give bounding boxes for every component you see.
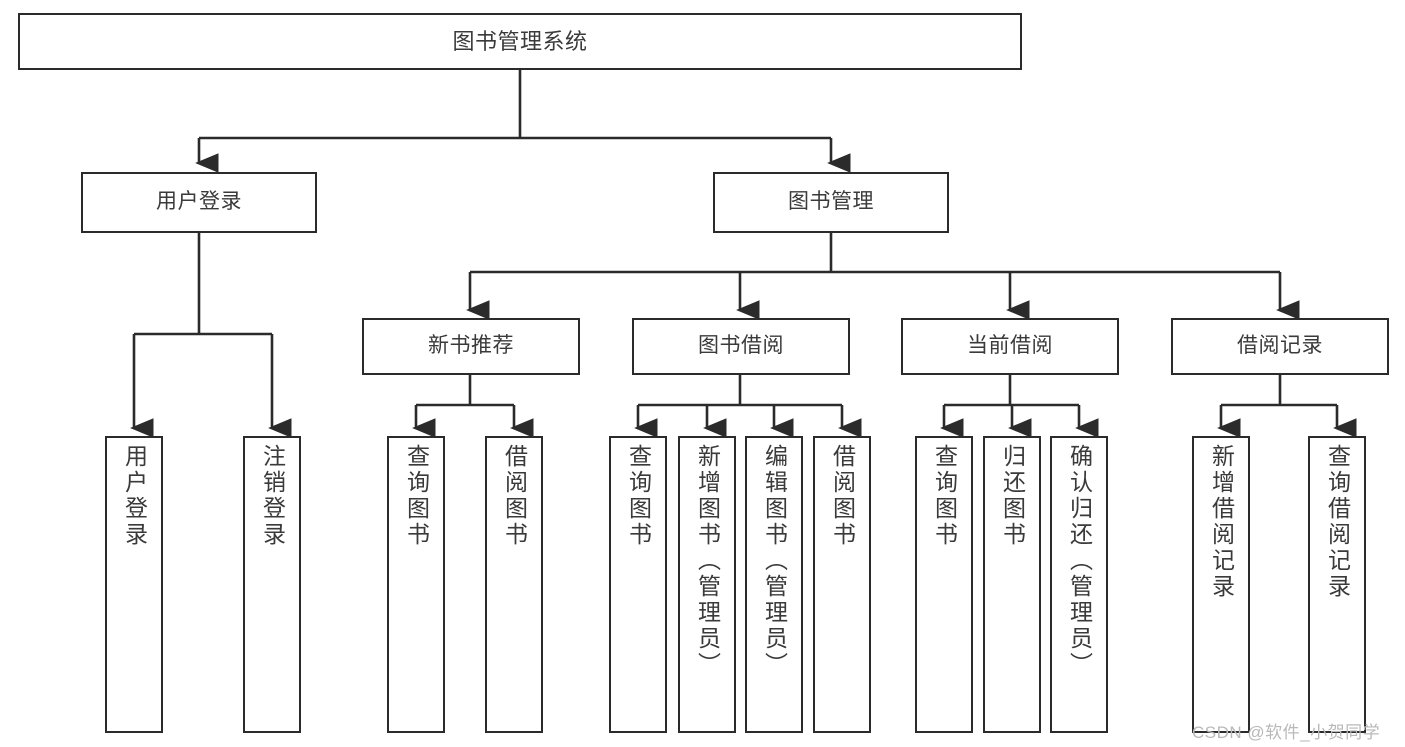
- node-book-borrow[interactable]: 图书借阅: [632, 318, 850, 375]
- node-book-management[interactable]: 图书管理: [713, 172, 949, 233]
- node-label: 查询图书: [625, 444, 652, 548]
- leaf-new-book-query[interactable]: 查询图书: [387, 436, 445, 733]
- leaf-borrow-query-book[interactable]: 查询图书: [609, 436, 667, 733]
- node-label: 图书管理: [788, 190, 874, 214]
- leaf-current-query-book[interactable]: 查询图书: [915, 436, 973, 733]
- node-root-system[interactable]: 图书管理系统: [18, 13, 1022, 70]
- node-borrow-record[interactable]: 借阅记录: [1171, 318, 1389, 375]
- csdn-watermark: CSDN @软件_小贺同学: [1192, 723, 1381, 742]
- leaf-current-return-book[interactable]: 归还图书: [983, 436, 1041, 733]
- leaf-record-query[interactable]: 查询借阅记录: [1308, 436, 1366, 733]
- node-label: 借阅图书: [501, 444, 528, 548]
- node-label: 用户登录: [121, 444, 148, 548]
- node-label: 新增图书（管理员）: [694, 444, 721, 678]
- leaf-borrow-borrow-book[interactable]: 借阅图书: [813, 436, 871, 733]
- node-label: 编辑图书（管理员）: [761, 444, 788, 678]
- leaf-new-book-borrow[interactable]: 借阅图书: [485, 436, 543, 733]
- node-label: 查询图书: [403, 444, 430, 548]
- node-label: 确认归还（管理员）: [1066, 444, 1093, 678]
- node-label: 查询图书: [931, 444, 958, 548]
- node-label: 借阅图书: [829, 444, 856, 548]
- node-new-book-recommend[interactable]: 新书推荐: [362, 318, 580, 375]
- leaf-borrow-edit-book-admin[interactable]: 编辑图书（管理员）: [745, 436, 803, 733]
- leaf-borrow-add-book-admin[interactable]: 新增图书（管理员）: [678, 436, 736, 733]
- node-label: 新增借阅记录: [1208, 444, 1235, 600]
- node-current-borrow[interactable]: 当前借阅: [901, 318, 1119, 375]
- node-label: 注销登录: [259, 444, 286, 548]
- leaf-user-login-logout[interactable]: 注销登录: [243, 436, 301, 733]
- leaf-record-add[interactable]: 新增借阅记录: [1192, 436, 1250, 733]
- node-label: 图书借阅: [698, 334, 784, 358]
- node-label: 图书管理系统: [452, 28, 588, 54]
- leaf-current-confirm-return-admin[interactable]: 确认归还（管理员）: [1050, 436, 1108, 733]
- node-label: 借阅记录: [1237, 334, 1323, 358]
- node-label: 查询借阅记录: [1324, 444, 1351, 600]
- node-label: 归还图书: [999, 444, 1026, 548]
- leaf-user-login-login[interactable]: 用户登录: [105, 436, 163, 733]
- node-label: 新书推荐: [428, 334, 514, 358]
- node-user-login[interactable]: 用户登录: [81, 172, 317, 233]
- node-label: 用户登录: [156, 190, 242, 214]
- node-label: 当前借阅: [967, 334, 1053, 358]
